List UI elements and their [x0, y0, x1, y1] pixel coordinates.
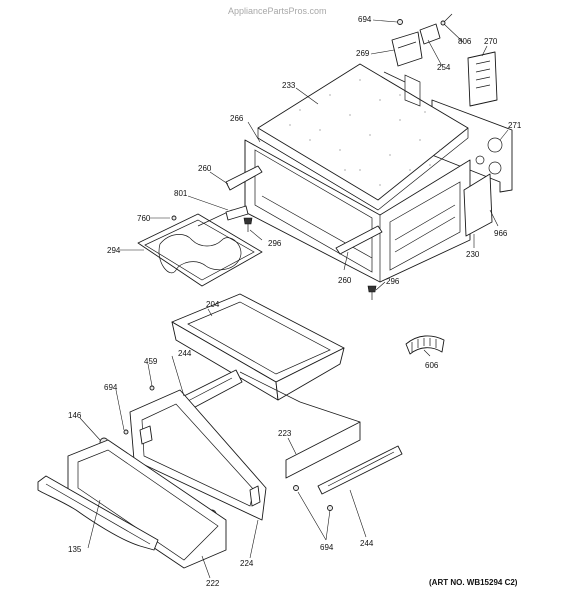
label-244-right: 244: [360, 539, 374, 548]
label-233: 233: [282, 81, 296, 90]
bake-element-tray-294: [137, 213, 263, 287]
label-260-top: 260: [198, 164, 212, 173]
connector-254: [419, 23, 441, 45]
label-271: 271: [508, 121, 522, 130]
label-146: 146: [68, 411, 82, 420]
screw-694-left: [123, 429, 129, 435]
label-694-left: 694: [104, 383, 118, 392]
label-269: 269: [356, 49, 370, 58]
bracket-269: [391, 31, 423, 67]
screw-760: [171, 215, 177, 221]
label-806: 806: [458, 37, 472, 46]
label-270: 270: [484, 37, 498, 46]
label-694-bottom: 694: [320, 543, 334, 552]
drawer-frame-223: [285, 421, 361, 479]
cover-230: [463, 173, 493, 237]
element-bracket-801: [225, 205, 249, 221]
screw-694-bottom-b: [327, 505, 333, 511]
label-222: 222: [206, 579, 220, 588]
label-459: 459: [144, 357, 158, 366]
label-223: 223: [278, 429, 292, 438]
heating-coil: [158, 234, 242, 274]
drawer-inner-front-224: [129, 389, 267, 521]
label-230: 230: [466, 250, 480, 259]
terminal-block-270: [467, 51, 498, 107]
part-labels: 694 806 269 254 270 233 271 266 260 801 …: [68, 15, 522, 588]
label-694-top: 694: [358, 15, 372, 24]
top-plate-texture: [289, 79, 441, 186]
foot-296-right: [367, 285, 377, 300]
label-224: 224: [240, 559, 254, 568]
drawer-assembly: [37, 293, 445, 569]
label-296-top: 296: [268, 239, 282, 248]
label-135: 135: [68, 545, 82, 554]
leader-lines: [79, 19, 509, 579]
label-244-left: 244: [178, 349, 192, 358]
label-801: 801: [174, 189, 188, 198]
art-number: (ART NO. WB15294 C2): [429, 578, 518, 587]
screw-694-bottom-a: [293, 485, 299, 491]
screw-694-top: [397, 19, 403, 25]
label-294: 294: [107, 246, 121, 255]
label-254: 254: [437, 63, 451, 72]
watermark-text: AppliancePartsPros.com: [228, 6, 327, 16]
foot-296-left: [243, 217, 253, 232]
rail-260-left: [225, 165, 263, 191]
label-760: 760: [137, 214, 151, 223]
screw-459: [149, 385, 155, 391]
label-204: 204: [206, 300, 220, 309]
label-260-bottom: 260: [338, 276, 352, 285]
label-966: 966: [494, 229, 508, 238]
label-606: 606: [425, 361, 439, 370]
top-assembly: [137, 13, 513, 300]
rail-260-lower: [335, 225, 383, 255]
label-266: 266: [230, 114, 244, 123]
gasket-606: [405, 335, 445, 355]
rail-244-right: [317, 445, 403, 495]
label-296-bottom: 296: [386, 277, 400, 286]
